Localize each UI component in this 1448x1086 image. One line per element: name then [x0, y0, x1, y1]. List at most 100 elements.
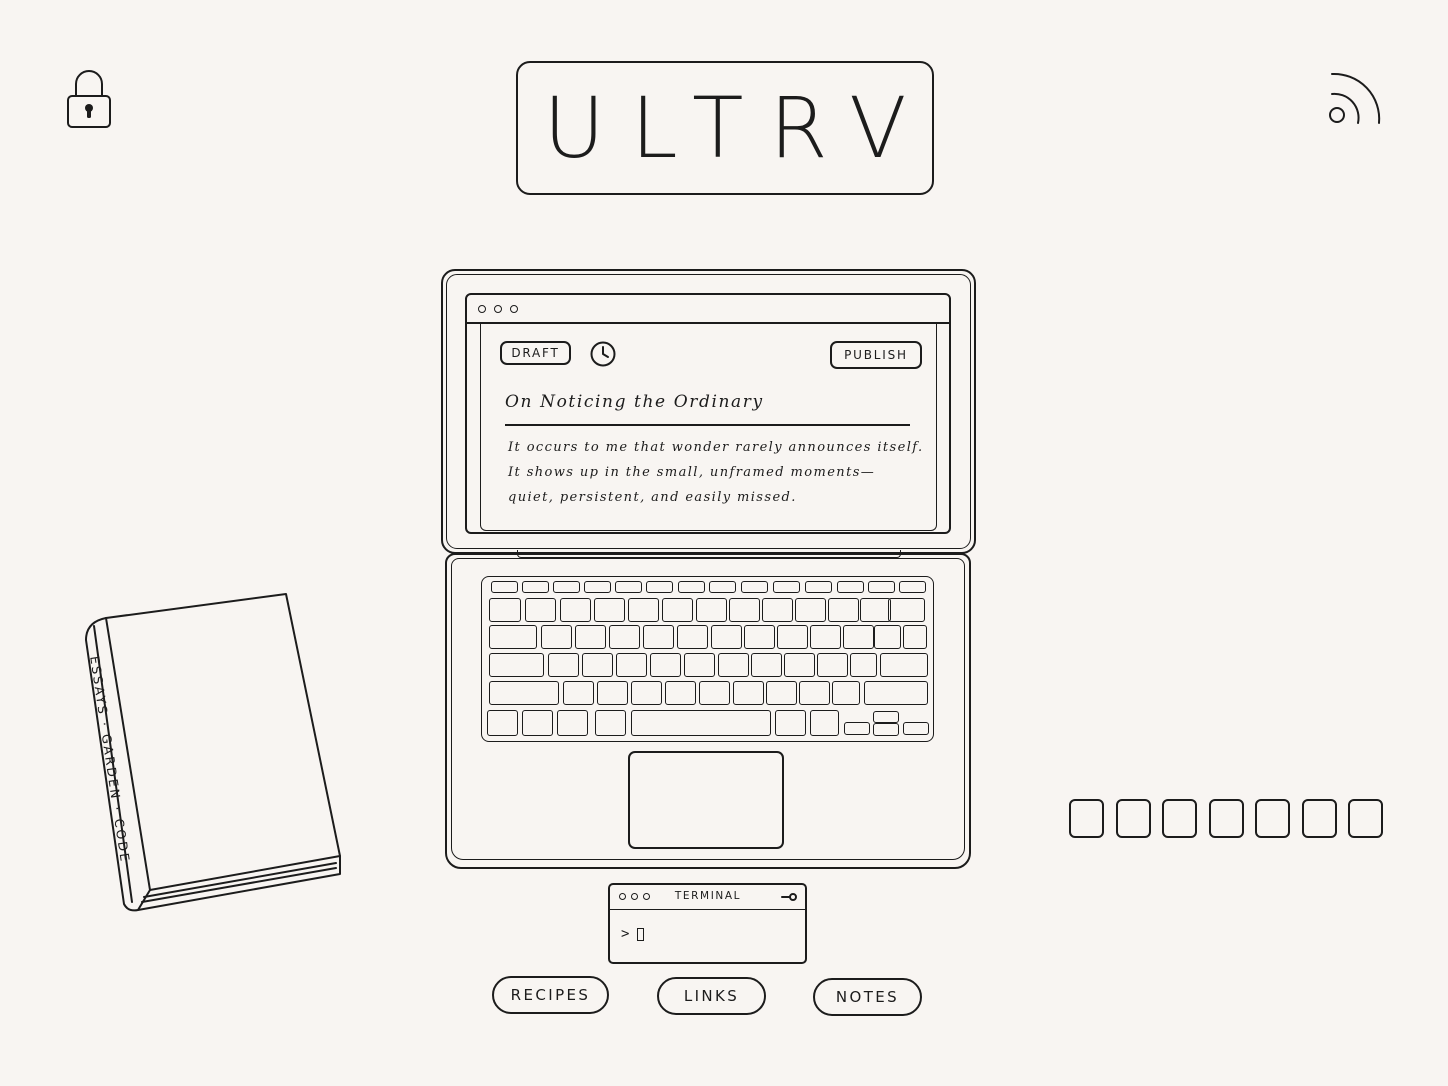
keyboard-key[interactable]: [594, 598, 625, 622]
keyboard-key[interactable]: [699, 681, 730, 705]
book-illustration[interactable]: [78, 588, 348, 918]
keyboard-key[interactable]: [832, 681, 860, 705]
keyboard-key[interactable]: [560, 598, 591, 622]
keyboard-key[interactable]: [575, 625, 606, 649]
keyboard-key[interactable]: [684, 653, 715, 677]
arrow-key[interactable]: [903, 722, 929, 735]
terminal-dot-icon[interactable]: [631, 893, 638, 900]
publish-button[interactable]: PUBLISH: [830, 341, 922, 369]
keyboard-key[interactable]: [597, 681, 628, 705]
terminal-cursor[interactable]: [637, 928, 644, 941]
terminal-dot-icon[interactable]: [643, 893, 650, 900]
keyboard-key[interactable]: [810, 625, 841, 649]
keyboard-key[interactable]: [711, 625, 742, 649]
keyboard-key[interactable]: [744, 625, 775, 649]
keyboard-key[interactable]: [810, 710, 839, 736]
keyboard-key[interactable]: [899, 581, 926, 593]
keyboard-key[interactable]: [850, 653, 877, 677]
keyboard-key[interactable]: [489, 598, 521, 622]
nav-notes-button[interactable]: NOTES: [813, 978, 922, 1016]
keyboard-key[interactable]: [709, 581, 736, 593]
code-input-box[interactable]: [1069, 799, 1104, 838]
post-title[interactable]: On Noticing the Ordinary: [505, 392, 764, 412]
keyboard-key[interactable]: [880, 653, 928, 677]
keyboard-key[interactable]: [650, 653, 681, 677]
keyboard-key[interactable]: [795, 598, 826, 622]
keyboard-key[interactable]: [718, 653, 749, 677]
arrow-key[interactable]: [873, 711, 899, 723]
code-input-box[interactable]: [1162, 799, 1197, 838]
lock-icon[interactable]: [64, 66, 114, 132]
keyboard-key[interactable]: [563, 681, 594, 705]
post-body-line-3[interactable]: quiet, persistent, and easily missed.: [508, 490, 797, 505]
keyboard-key[interactable]: [874, 625, 901, 649]
keyboard-key[interactable]: [751, 653, 782, 677]
keyboard-key[interactable]: [582, 653, 613, 677]
rss-feed-icon[interactable]: [1322, 68, 1386, 130]
keyboard-key[interactable]: [868, 581, 895, 593]
window-maximize-dot-icon[interactable]: [510, 305, 518, 313]
keyboard-key[interactable]: [631, 710, 771, 736]
keyboard-key[interactable]: [489, 653, 544, 677]
keyboard-key[interactable]: [584, 581, 611, 593]
terminal-dot-icon[interactable]: [619, 893, 626, 900]
site-logo[interactable]: ULTRV: [516, 61, 934, 195]
keyboard-key[interactable]: [609, 625, 640, 649]
post-body-line-2[interactable]: It shows up in the small, unframed momen…: [508, 465, 876, 480]
window-close-dot-icon[interactable]: [478, 305, 486, 313]
keyboard-key[interactable]: [616, 653, 647, 677]
keyboard-key[interactable]: [888, 598, 925, 622]
keyboard-key[interactable]: [777, 625, 808, 649]
keyboard-key[interactable]: [828, 598, 859, 622]
keyboard-key[interactable]: [784, 653, 815, 677]
trackpad[interactable]: [628, 751, 784, 849]
keyboard-key[interactable]: [903, 625, 927, 649]
keyboard-key[interactable]: [741, 581, 768, 593]
keyboard-key[interactable]: [766, 681, 797, 705]
arrow-key[interactable]: [873, 723, 899, 736]
keyboard-key[interactable]: [729, 598, 760, 622]
keyboard-key[interactable]: [864, 681, 928, 705]
keyboard-key[interactable]: [677, 625, 708, 649]
keyboard-key[interactable]: [837, 581, 864, 593]
keyboard-key[interactable]: [615, 581, 642, 593]
code-input-box[interactable]: [1209, 799, 1244, 838]
keyboard-key[interactable]: [733, 681, 764, 705]
keyboard-key[interactable]: [525, 598, 556, 622]
keyboard-key[interactable]: [662, 598, 693, 622]
code-input-box[interactable]: [1116, 799, 1151, 838]
keyboard-key[interactable]: [522, 581, 549, 593]
keyboard-key[interactable]: [643, 625, 674, 649]
keyboard-key[interactable]: [678, 581, 705, 593]
code-input-box[interactable]: [1255, 799, 1290, 838]
keyboard-key[interactable]: [631, 681, 662, 705]
keyboard-key[interactable]: [665, 681, 696, 705]
keyboard-key[interactable]: [696, 598, 727, 622]
clock-icon[interactable]: [589, 340, 617, 368]
key-icon[interactable]: [780, 891, 798, 903]
keyboard-key[interactable]: [548, 653, 579, 677]
keyboard-key[interactable]: [522, 710, 553, 736]
draft-button[interactable]: DRAFT: [500, 341, 571, 365]
arrow-key[interactable]: [844, 722, 870, 735]
keyboard-key[interactable]: [553, 581, 580, 593]
post-body-line-1[interactable]: It occurs to me that wonder rarely annou…: [508, 440, 924, 455]
keyboard-key[interactable]: [628, 598, 659, 622]
keyboard-key[interactable]: [775, 710, 806, 736]
keyboard-key[interactable]: [860, 598, 891, 622]
keyboard-key[interactable]: [773, 581, 800, 593]
keyboard-key[interactable]: [489, 681, 559, 705]
keyboard-key[interactable]: [805, 581, 832, 593]
keyboard-key[interactable]: [541, 625, 572, 649]
keyboard-key[interactable]: [799, 681, 830, 705]
keyboard-key[interactable]: [557, 710, 588, 736]
nav-recipes-button[interactable]: RECIPES: [492, 976, 609, 1014]
code-input-box[interactable]: [1348, 799, 1383, 838]
keyboard-key[interactable]: [817, 653, 848, 677]
keyboard-key[interactable]: [487, 710, 518, 736]
terminal-window[interactable]: [608, 883, 807, 964]
nav-links-button[interactable]: LINKS: [657, 977, 766, 1015]
keyboard-key[interactable]: [843, 625, 874, 649]
keyboard-key[interactable]: [762, 598, 793, 622]
keyboard-key[interactable]: [489, 625, 537, 649]
